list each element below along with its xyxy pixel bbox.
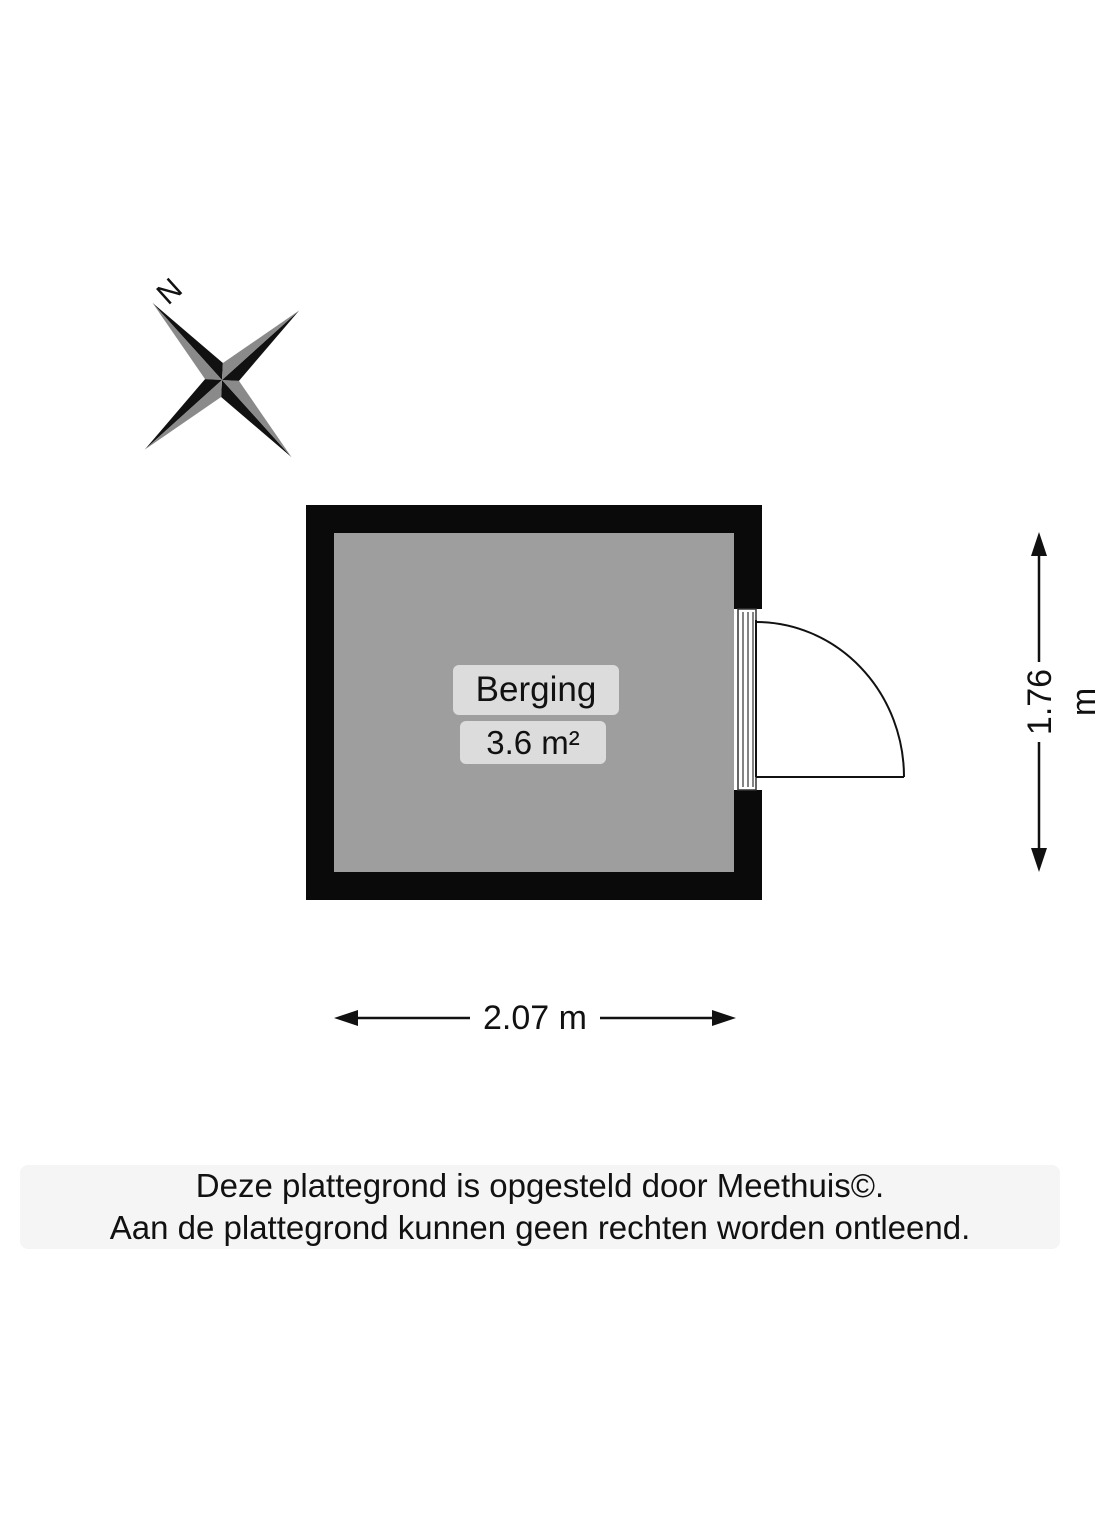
disclaimer-box: Deze plattegrond is opgesteld door Meeth… <box>20 1165 1060 1249</box>
floor-plan <box>144 302 1047 1026</box>
compass-rose-icon <box>144 302 300 458</box>
disclaimer-line-2: Aan de plattegrond kunnen geen rechten w… <box>109 1209 971 1246</box>
room-area-label: 3.6 m² <box>460 721 606 764</box>
door <box>734 608 905 791</box>
disclaimer-line-1: Deze plattegrond is opgesteld door Meeth… <box>195 1167 885 1204</box>
height-dimension-label: 1.76 m <box>1018 662 1103 742</box>
width-dimension-label: 2.07 m <box>470 996 600 1040</box>
room-name-label: Berging <box>453 665 619 715</box>
